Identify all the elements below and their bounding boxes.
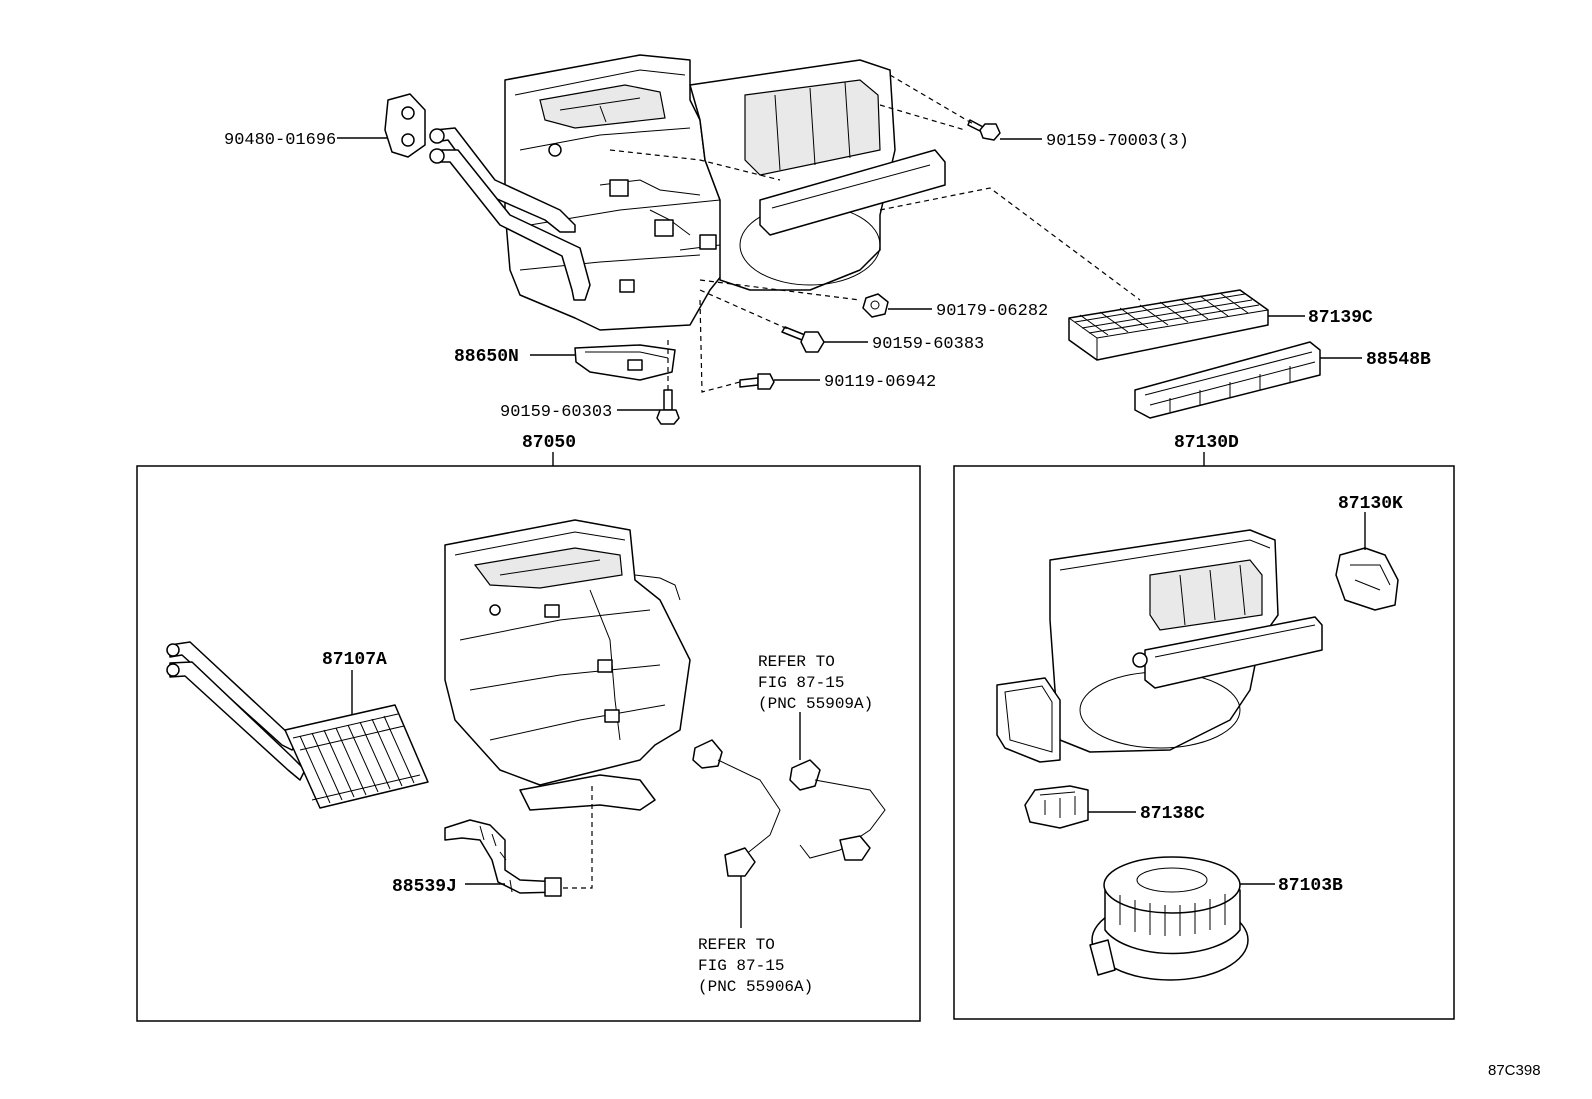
heater-core-87107a bbox=[166, 641, 429, 809]
screw-icon bbox=[967, 119, 1001, 141]
label-88650n: 88650N bbox=[454, 347, 519, 367]
bracket-88650n bbox=[574, 344, 676, 381]
label-90159-60383: 90159-60383 bbox=[872, 335, 984, 354]
label-90480-01696: 90480-01696 bbox=[224, 131, 336, 150]
label-87107a: 87107A bbox=[322, 650, 387, 670]
wire-harness-55906a bbox=[692, 739, 781, 877]
label-88548b: 88548B bbox=[1366, 350, 1431, 370]
group-box-87050 bbox=[136, 465, 921, 1022]
label-87130k: 87130K bbox=[1338, 494, 1403, 514]
refer-to-line1-a: REFER TO bbox=[758, 653, 835, 671]
screw-icon bbox=[739, 373, 775, 390]
blower-motor-87103b bbox=[1089, 856, 1249, 981]
label-87130d: 87130D bbox=[1174, 433, 1239, 453]
refer-to-line1-b: REFER TO bbox=[698, 936, 775, 954]
heater-unit-assembly-top bbox=[429, 54, 946, 331]
label-87050: 87050 bbox=[522, 433, 576, 453]
figure-id: 87C398 bbox=[1488, 1062, 1541, 1079]
label-90159-60303: 90159-60303 bbox=[500, 403, 612, 422]
label-87103b: 87103B bbox=[1278, 876, 1343, 896]
refer-to-line3-a: (PNC 55909A) bbox=[758, 695, 873, 713]
label-90179-06282: 90179-06282 bbox=[936, 302, 1048, 321]
label-87138c: 87138C bbox=[1140, 804, 1205, 824]
blower-case-87130d bbox=[996, 529, 1323, 763]
wire-harness-55909a bbox=[789, 759, 886, 861]
refer-to-line3-b: (PNC 55906A) bbox=[698, 978, 813, 996]
label-87139c: 87139C bbox=[1308, 308, 1373, 328]
label-88539j: 88539J bbox=[392, 877, 457, 897]
label-90119-06942: 90119-06942 bbox=[824, 373, 936, 392]
refer-to-line2-a: FIG 87-15 bbox=[758, 674, 844, 692]
grommet-icon bbox=[384, 93, 426, 158]
filter-cover-88548b bbox=[1134, 341, 1321, 419]
top-leader-lines bbox=[609, 74, 1141, 393]
hose-88539j bbox=[444, 819, 562, 897]
nut-icon bbox=[862, 293, 889, 318]
bolt-icon bbox=[656, 389, 680, 425]
top-solid-leaders bbox=[337, 137, 1362, 411]
label-90159-70003: 90159-70003(3) bbox=[1046, 132, 1189, 151]
heater-unit-87050 bbox=[444, 519, 691, 811]
group-box-87130d bbox=[953, 465, 1455, 1020]
bolt-icon bbox=[781, 326, 825, 353]
air-filter-87139c bbox=[1068, 289, 1269, 361]
damper-actuator-87130k bbox=[1335, 547, 1399, 611]
refer-to-line2-b: FIG 87-15 bbox=[698, 957, 784, 975]
blower-resistor-87138c bbox=[1024, 785, 1089, 829]
